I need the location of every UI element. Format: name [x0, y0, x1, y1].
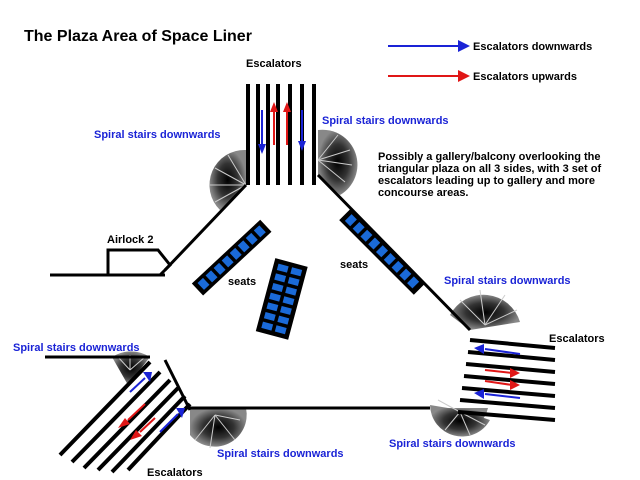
- spiral-stairs-top-left-icon: [209, 149, 247, 210]
- seats-center-block: [255, 258, 308, 340]
- spiral-stairs-bottom-right-icon: [430, 399, 490, 437]
- seat-icon: [280, 294, 297, 308]
- seat-icon: [259, 319, 275, 333]
- seat-icon: [264, 300, 281, 314]
- escalator-top-icon: [246, 84, 316, 185]
- seat-icon: [278, 304, 294, 317]
- legend-down-label: Escalators downwards: [473, 41, 593, 53]
- spiral-top-left-label: Spiral stairs downwards: [94, 129, 221, 141]
- seat-icon: [251, 223, 268, 240]
- seats-right-label: seats: [340, 259, 369, 271]
- spiral-top-right-label: Spiral stairs downwards: [322, 115, 449, 127]
- seat-icon: [274, 261, 291, 275]
- escalator-right-icon: [457, 338, 556, 422]
- escalator-bottom-left-icon: [58, 360, 192, 474]
- seat-icon: [288, 265, 305, 279]
- seat-icon: [283, 284, 299, 298]
- seats-right-block: [339, 208, 426, 295]
- plaza-walls: [45, 173, 472, 411]
- seat-icon: [358, 227, 375, 244]
- seat-icon: [275, 313, 292, 327]
- legend-up-label: Escalators upwards: [473, 71, 577, 83]
- spiral-left-label: Spiral stairs downwards: [13, 342, 140, 354]
- seats-left-label: seats: [228, 276, 257, 288]
- seat-icon: [211, 260, 228, 278]
- legend-up-arrow-icon: [388, 70, 470, 82]
- seat-icon: [269, 281, 286, 294]
- seat-icon: [404, 274, 422, 291]
- spiral-stairs-top-right-icon: [317, 129, 358, 195]
- seat-icon: [272, 271, 288, 285]
- seat-icon: [285, 275, 302, 288]
- spiral-stairs-right-icon: [450, 289, 520, 330]
- spiral-right-label: Spiral stairs downwards: [444, 275, 571, 287]
- airlock-label: Airlock 2: [107, 234, 154, 246]
- seat-icon: [267, 290, 283, 304]
- seat-icon: [397, 266, 414, 283]
- seat-icon: [272, 323, 289, 337]
- seat-icon: [350, 219, 367, 237]
- seat-icon: [366, 235, 383, 252]
- airlock-shape: [106, 248, 173, 277]
- seat-icon: [243, 230, 260, 248]
- escalators-top-label: Escalators: [246, 58, 302, 70]
- seat-icon: [195, 275, 212, 293]
- seat-icon: [203, 268, 220, 285]
- spiral-bottom-center-label: Spiral stairs downwards: [217, 448, 344, 460]
- escalators-right-label: Escalators: [549, 333, 605, 345]
- spiral-stairs-bottom-center-icon: [190, 408, 247, 449]
- legend-down-arrow-icon: [388, 40, 470, 52]
- spiral-bottom-right-label: Spiral stairs downwards: [389, 438, 516, 450]
- seat-icon: [389, 258, 406, 275]
- seat-icon: [227, 245, 244, 263]
- escalators-bottom-label: Escalators: [147, 467, 203, 479]
- page-title: The Plaza Area of Space Liner: [24, 28, 252, 45]
- seat-icon: [342, 212, 360, 229]
- seat-icon: [235, 238, 252, 255]
- seat-icon: [262, 310, 278, 323]
- seat-icon: [373, 243, 391, 260]
- spiral-stairs-left-icon: [112, 351, 150, 385]
- gallery-note: Possibly a gallery/balcony overlooking t…: [378, 151, 602, 199]
- seat-icon: [381, 250, 398, 268]
- seats-left-block: [191, 219, 272, 296]
- seat-icon: [219, 253, 236, 270]
